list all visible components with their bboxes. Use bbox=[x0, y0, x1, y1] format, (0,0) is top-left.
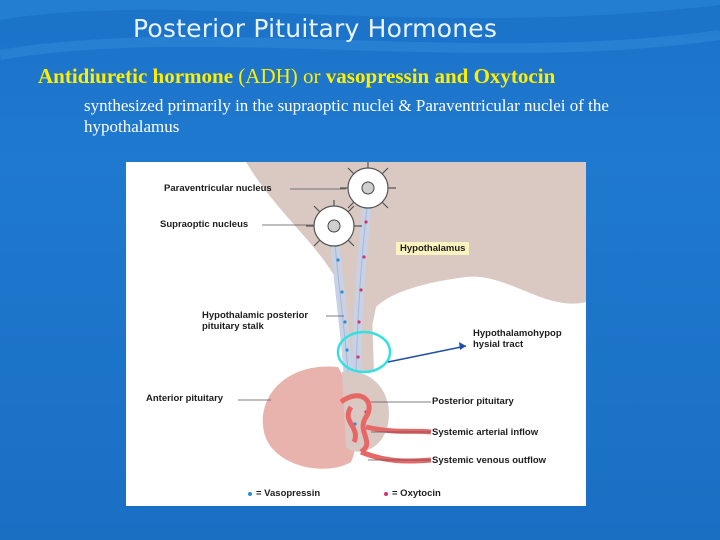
supraoptic-neuron bbox=[306, 200, 362, 247]
capillary-plexus bbox=[339, 393, 432, 464]
subtitle-adh: Antidiuretic hormone bbox=[38, 64, 234, 88]
label-anterior-pituitary: Anterior pituitary bbox=[146, 393, 224, 404]
legend-oxytocin: = Oxytocin bbox=[392, 488, 441, 499]
legend-vasopressin-dot bbox=[248, 492, 252, 496]
label-tract: Hypothalamohypop hysial tract bbox=[473, 328, 562, 350]
label-posterior-pituitary: Posterior pituitary bbox=[432, 396, 514, 407]
label-arterial-inflow: Systemic arterial inflow bbox=[432, 427, 539, 438]
label-venous-outflow: Systemic venous outflow bbox=[432, 455, 547, 466]
slide-body-text: synthesized primarily in the supraoptic … bbox=[84, 96, 609, 136]
tract-arrow bbox=[387, 345, 467, 363]
legend-oxytocin-dot bbox=[384, 492, 388, 496]
subtitle-vasopressin-oxytocin: vasopressin and Oxytocin bbox=[325, 64, 556, 88]
pituitary-illustration bbox=[238, 162, 586, 496]
slide-title: Posterior Pituitary Hormones bbox=[133, 14, 498, 43]
pituitary-diagram: Paraventricular nucleus Supraoptic nucle… bbox=[126, 162, 586, 506]
slide-subtitle: Antidiuretic hormone (ADH) or vasopressi… bbox=[38, 64, 555, 89]
legend-vasopressin: = Vasopressin bbox=[256, 488, 321, 499]
subtitle-middle: (ADH) or bbox=[233, 64, 326, 88]
label-stalk: Hypothalamic posterior pituitary stalk bbox=[202, 310, 309, 332]
label-paraventricular: Paraventricular nucleus bbox=[164, 183, 272, 194]
tract-highlight-ring bbox=[336, 330, 392, 374]
arterial-vessel bbox=[365, 424, 432, 435]
label-supraoptic: Supraoptic nucleus bbox=[160, 219, 249, 230]
label-hypothalamus: Hypothalamus bbox=[396, 242, 470, 255]
anterior-pituitary-shape bbox=[262, 366, 356, 469]
paraventricular-neuron bbox=[340, 162, 396, 209]
